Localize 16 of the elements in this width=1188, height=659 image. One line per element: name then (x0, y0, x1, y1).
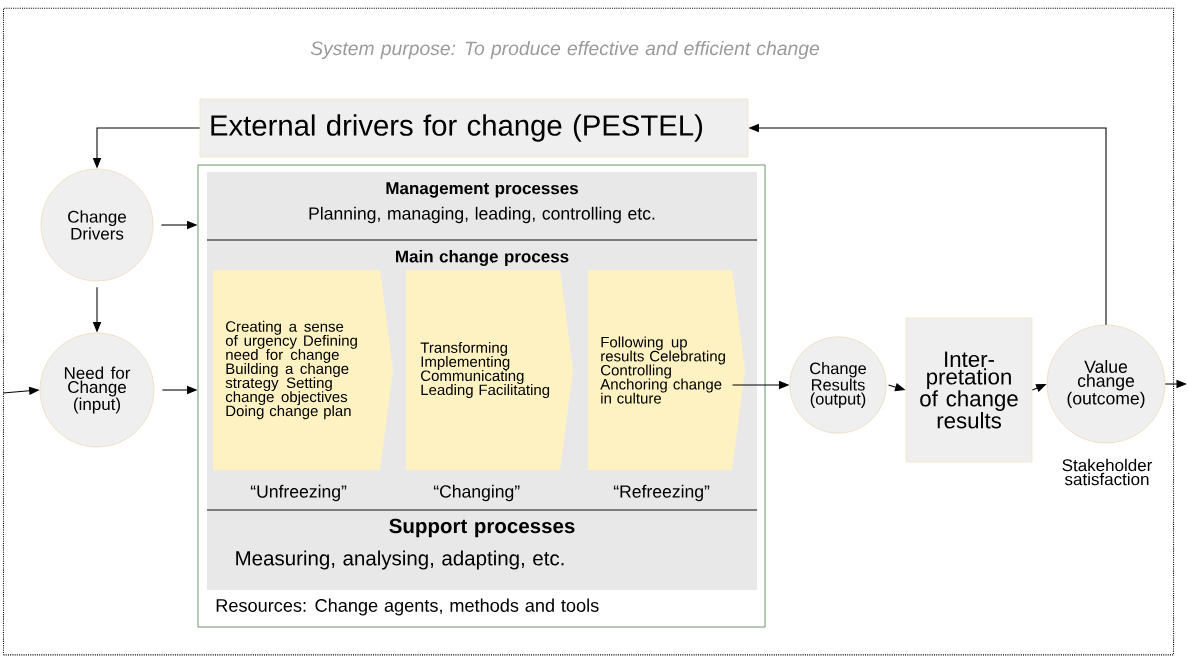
process-box: Inter-pretation of change results (905, 317, 1033, 463)
process-band: Support processes Measuring, analysing, adapting, etc. (207, 510, 757, 590)
chevron-step: Creating a sense of urgency Defining need for change Building a change strategy Setting change objectives Doing change plan (213, 270, 393, 470)
chevron-step: Transforming Implementing Communicating Leading Facilitating (406, 270, 573, 470)
caption-text: Stakeholder satisfaction (1062, 458, 1153, 486)
chevron-step: Following up results Celebrating Controlling Anchoring change in culture (588, 270, 745, 470)
node-label: Planning, managing, leading, controlling etc. (309, 206, 655, 224)
phase-label: “Changing” (433, 484, 520, 502)
node-label: Management processes (386, 182, 578, 198)
node-label: Main change process (396, 250, 569, 266)
process-band: Management processes Planning, managing, leading, controlling etc. (207, 172, 757, 240)
node-label: Support processes (389, 518, 575, 538)
phase-label: “Refreezing” (613, 484, 710, 502)
phase-label: “Unfreezing” (250, 484, 347, 502)
node-label: Measuring, analysing, adapting, etc. (236, 550, 564, 570)
process-box: External drivers for change (PESTEL) (199, 98, 749, 158)
